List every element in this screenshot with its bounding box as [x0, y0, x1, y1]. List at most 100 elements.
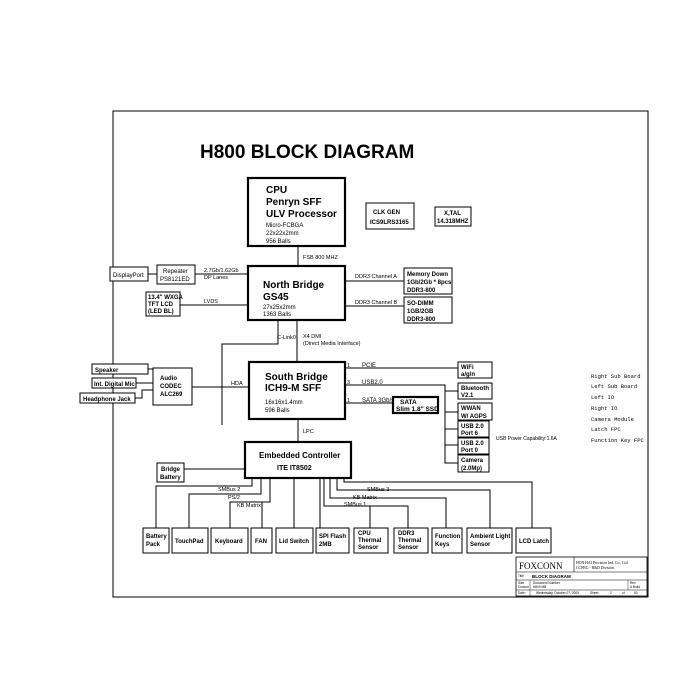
page-border — [112, 110, 649, 598]
ps2-label: PS/2 — [228, 495, 240, 501]
usb-power-note: USB Power Capability:1.6A — [496, 436, 558, 442]
pcie-num: 1 — [347, 363, 350, 369]
usbp6-line2: Port 6 — [461, 431, 479, 437]
ddr3-thermal-sensor-block — [393, 527, 429, 554]
memdown-line3: DDR3-800 — [407, 288, 436, 294]
bt-line1: Bluetooth — [461, 386, 489, 392]
page-title: H800 BLOCK DIAGRAM — [200, 142, 415, 163]
kbm1-label: KB Matrix — [237, 503, 261, 509]
sb-line2: ICH9-M SFF — [265, 383, 321, 394]
nb-line4: 1363 Balls — [263, 312, 291, 318]
ssd-line1: SATA — [400, 399, 417, 406]
kbm2-label: KB Matrix — [353, 495, 377, 501]
ambient-line2: Sensor — [470, 542, 491, 548]
ddr3therm-line3: Sensor — [398, 545, 419, 551]
nb-line1: North Bridge — [263, 280, 325, 291]
title-block-frame — [515, 556, 648, 597]
wifi-line2: a/g/n — [461, 372, 475, 378]
lvds-label: LVDS — [204, 299, 218, 305]
note-function-key-fpc: Function Key FPC — [591, 437, 645, 444]
kbm2-wire — [329, 478, 447, 528]
cpu-line4: Micro-FCBGA — [266, 223, 303, 229]
tb-sheet-of: of — [622, 591, 625, 595]
wwan-line1: WWAN — [461, 406, 481, 412]
displayport-block — [109, 266, 149, 282]
note-left-io: Left IO — [591, 394, 615, 401]
note-left-sub-board: Left Sub Board — [591, 383, 637, 390]
ec-line1: Embedded Controller — [259, 451, 340, 460]
usbp6-line1: USB 2.0 — [461, 424, 484, 430]
south-bridge-block — [247, 360, 347, 421]
lcd-block — [145, 291, 181, 317]
bridge-line2: Battery — [160, 475, 181, 481]
usb-num: 3 — [347, 380, 350, 386]
ssd-line2: Slim 1.8" SSD — [396, 406, 439, 413]
displayport-label: DisplayPort — [113, 273, 144, 279]
audio-codec-block — [152, 367, 193, 406]
tb-date-label: Date: — [518, 591, 526, 595]
ambient-line1: Ambient Light — [470, 534, 510, 540]
spi-flash-block — [315, 527, 350, 554]
speaker-label: Speaker — [95, 368, 119, 374]
bridge-battery-block — [156, 462, 185, 483]
lid-switch-block — [275, 527, 314, 554]
cpu-line1: CPU — [266, 185, 287, 196]
sodimm-block — [403, 296, 453, 324]
ec-line2: ITE IT8502 — [277, 465, 312, 472]
sata-bus-label: SATA 3Gb/s — [362, 398, 394, 404]
battery-pack-block — [142, 527, 170, 554]
tb-docnum-value: H800 MB — [533, 585, 546, 589]
tb-title-label: Title — [518, 574, 524, 578]
usb-label: USB2.0 — [362, 380, 383, 386]
wifi-block — [457, 361, 493, 379]
bridge-line1: Bridge — [161, 467, 181, 473]
spiflash-line1: SPI Flash — [319, 534, 346, 540]
cpu-line2: Penryn SFF — [266, 197, 322, 208]
tb-title-value: BLOCK DIAGRAM — [532, 574, 571, 579]
fnkeys-line2: Keys — [435, 542, 450, 548]
repeater-line2: PS8121ED — [160, 277, 190, 283]
kbm1-wire — [229, 478, 271, 528]
cputherm-line2: Thermal — [358, 538, 382, 544]
memdown-line1: Memory Down — [407, 272, 448, 278]
lcd-latch-block — [515, 527, 552, 554]
audio-line2: CODEC — [160, 384, 182, 390]
ddr3therm-line2: Thermal — [398, 538, 422, 544]
hpjack-block — [79, 392, 136, 404]
sodimm-line3: DDR3-800 — [407, 317, 436, 323]
note-latch-fpc: Latch FPC — [591, 426, 621, 433]
spiflash-line2: 2MB — [319, 542, 332, 548]
cpu-thermal-sensor-block — [353, 527, 389, 554]
dp-link-line2: DP Lanes — [204, 275, 228, 281]
clink-label: C-Link0 — [277, 335, 296, 341]
cpu-block — [246, 176, 347, 248]
lpc-label: LPC — [303, 429, 314, 435]
fan-label: FAN — [255, 539, 267, 545]
tb-sheet-total: 60 — [634, 591, 638, 595]
fan-block — [250, 527, 273, 554]
sodimm-line2: 1GB/2GB — [407, 309, 434, 315]
lcd-line3: (LED BL) — [148, 309, 174, 315]
smbus1-label: SMBus 1 — [344, 502, 366, 508]
wwan-block — [457, 402, 493, 421]
embedded-controller-block — [243, 440, 353, 480]
xtal-line2: 14.318MHZ — [437, 219, 469, 225]
tb-date-value: Wednesday, October 07, 2009 — [536, 591, 579, 595]
foxconn-logo: FOXCONN — [519, 561, 563, 571]
pcie-label: PCIE — [362, 363, 376, 369]
ddr-a-label: DDR3 Channel A — [355, 274, 397, 280]
cpu-line5: 22x22x2mm — [266, 231, 299, 237]
smbus3-wire — [336, 478, 491, 528]
function-keys-block — [431, 527, 463, 554]
battery-line2: Pack — [146, 542, 161, 548]
audio-line1: Audio — [160, 376, 177, 382]
hpjack-label: Headphone Jack — [83, 397, 131, 403]
repeater-block — [156, 264, 196, 285]
title-block: FOXCONN HON HAI Precision Ind. Co., Ltd.… — [515, 556, 648, 597]
speaker-block — [91, 363, 149, 375]
memory-down-block — [403, 267, 453, 295]
clkgen-line2: ICS9LRS3165 — [370, 220, 409, 226]
smbus1-wire — [323, 478, 409, 528]
audio-line3: ALC269 — [160, 392, 183, 398]
keyboard-block — [210, 527, 249, 554]
